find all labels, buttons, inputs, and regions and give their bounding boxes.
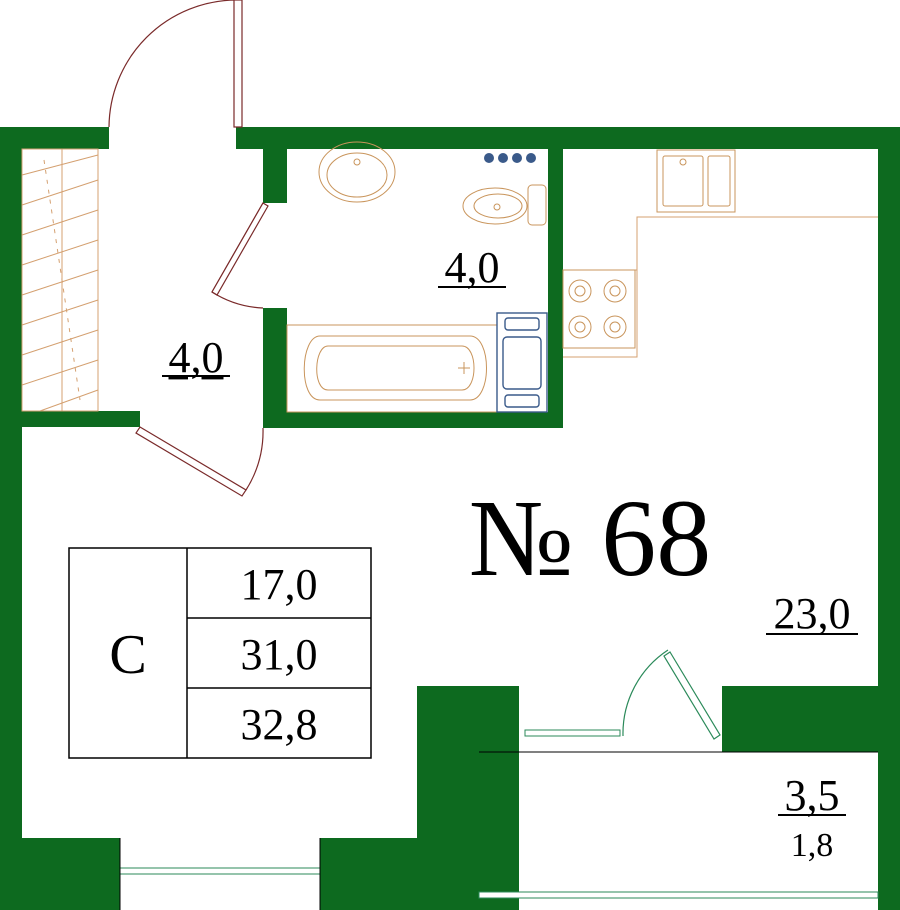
apartment-number: № 68: [469, 477, 711, 599]
summary-value-3: 32,8: [241, 700, 318, 749]
wall-bath-left-upper: [263, 145, 287, 203]
bathtub: [286, 324, 498, 413]
wall-right: [878, 127, 900, 910]
entrance-door: [108, 0, 243, 128]
living-door: [135, 426, 264, 497]
wall-top-left: [0, 127, 109, 149]
heated-rail: [484, 153, 536, 163]
wall-bath-right: [548, 145, 563, 428]
room-labels: 4,0 4,0 23,0 3,5 1,8: [162, 243, 858, 864]
bathroom-door: [211, 202, 269, 309]
wardrobe: [21, 148, 99, 412]
window-balcony: [478, 751, 879, 899]
summary-value-2: 31,0: [241, 630, 318, 679]
balcony-sub-area: 1,8: [791, 827, 834, 864]
window-balcony-door: [524, 729, 621, 737]
wall-bottom-left: [0, 838, 120, 910]
balcony-area: 3,5: [785, 771, 840, 820]
toilet: [462, 184, 547, 226]
washing-machine: [496, 312, 548, 413]
balcony-door: [622, 649, 721, 740]
wall-top-right: [236, 127, 900, 149]
wall-bath-bottom: [263, 412, 563, 428]
wall-hall-bottom: [22, 411, 140, 427]
summary-table: С 17,0 31,0 32,8: [68, 547, 372, 759]
sink: [318, 141, 396, 203]
kitchen-counter: [563, 216, 878, 358]
wall-balcony-right: [722, 686, 900, 752]
wall-left: [0, 127, 22, 910]
cooktop: [562, 269, 636, 349]
living-area: 23,0: [774, 589, 851, 638]
summary-label: С: [109, 624, 146, 686]
hallway-area: 4,0: [169, 333, 224, 382]
kitchen-sink: [656, 149, 736, 213]
summary-value-1: 17,0: [241, 560, 318, 609]
walls: [0, 127, 900, 910]
wall-balcony-left-lower: [417, 750, 479, 910]
bathroom-area: 4,0: [445, 243, 500, 292]
wall-bath-left-lower: [263, 308, 287, 428]
window-bottom-left: [119, 838, 321, 910]
